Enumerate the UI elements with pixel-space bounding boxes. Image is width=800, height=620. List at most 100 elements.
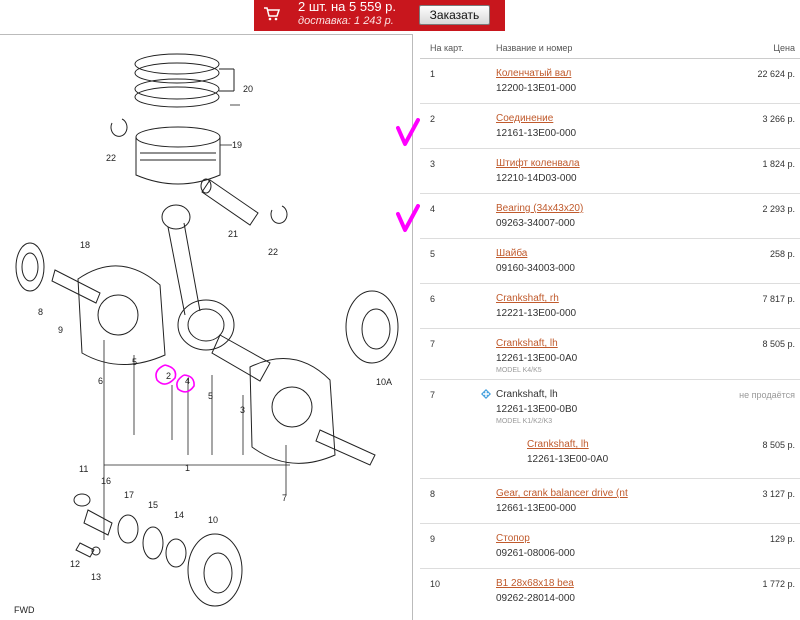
part-code: 09262-28014-000 (496, 593, 575, 604)
part-code: 12661-13E00-000 (496, 503, 577, 514)
callout-label: 10A (376, 377, 392, 387)
table-row: 10 B1 28x68x18 bea 09262-28014-000 1 772… (420, 569, 800, 613)
part-name-link[interactable]: Bearing (34x43x20) (496, 203, 584, 214)
replacement-part-link[interactable]: Crankshaft, lh (527, 439, 589, 450)
col-header-price: Цена (773, 43, 795, 53)
cart-icon (264, 7, 280, 21)
part-price: 8 505 р. (762, 339, 795, 349)
callout-label: 5 (208, 391, 213, 401)
callout-label: 1 (185, 463, 190, 473)
row-num: 6 (430, 294, 436, 304)
callout-label: 20 (243, 84, 253, 94)
model-note: MODEL K4/K5 (496, 367, 542, 374)
callout-label: 12 (70, 559, 80, 569)
part-code: 12210-14D03-000 (496, 173, 577, 184)
part-name-link[interactable]: Стопор (496, 533, 530, 544)
callout-label: 6 (98, 376, 103, 386)
cart-delivery: доставка: 1 243 р. (298, 15, 394, 27)
part-name-link[interactable]: Штифт коленвала (496, 158, 580, 169)
part-price: 22 624 р. (757, 69, 795, 79)
part-name-link[interactable]: Коленчатый вал (496, 68, 572, 79)
row-num: 4 (430, 204, 436, 214)
callout-label: 5 (132, 357, 137, 367)
part-name-link[interactable]: B1 28x68x18 bea (496, 578, 574, 589)
part-price: 258 р. (769, 249, 795, 259)
part-code: 09263-34007-000 (496, 218, 575, 229)
cart-summary: 2 шт. на 5 559 р. (298, 0, 397, 14)
callout-label: 22 (268, 247, 278, 257)
order-button[interactable]: Заказать (419, 5, 490, 25)
part-code: 12261-13E00-0A0 (496, 353, 578, 364)
table-row: 7 Crankshaft, lh 12261-13E00-0B0 MODEL K… (420, 380, 800, 479)
callout-label: 15 (148, 500, 158, 510)
part-name-link[interactable]: Gear, crank balancer drive (nt (496, 488, 628, 499)
row-num: 9 (430, 534, 436, 544)
part-code: 12221-13E00-000 (496, 308, 577, 319)
replacement-part-code: 12261-13E00-0A0 (527, 454, 609, 465)
table-row: 6 Crankshaft, rh 12221-13E00-000 7 817 р… (420, 284, 800, 329)
table-row: 7 Crankshaft, lh 12261-13E00-0A0 MODEL K… (420, 329, 800, 380)
fwd-label: FWD (14, 605, 35, 615)
model-note: MODEL K1/K2/K3 (496, 418, 553, 425)
callout-label: 11 (79, 464, 88, 474)
callout-label: 18 (80, 240, 90, 250)
callout-label: 17 (124, 490, 134, 500)
part-name-link[interactable]: Crankshaft, rh (496, 293, 559, 304)
row-num: 1 (430, 69, 436, 79)
callout-label: 2 (166, 371, 171, 381)
callout-label: 21 (228, 229, 238, 239)
checkmark-icon (396, 204, 420, 232)
col-header-name: Название и номер (496, 43, 573, 53)
callout-label: 8 (38, 307, 43, 317)
callout-label: 7 (282, 493, 287, 503)
callout-label: 19 (232, 140, 242, 150)
replacement-icon[interactable] (480, 388, 492, 400)
parts-diagram: 20 22 19 21 22 18 8 9 6 5 2 4 5 3 1 10A … (0, 34, 413, 620)
row-num: 7 (430, 390, 436, 400)
callout-label: 14 (174, 510, 184, 520)
highlight-circles (155, 364, 195, 393)
part-code: 12261-13E00-0B0 (496, 404, 578, 415)
row-num: 10 (430, 579, 441, 589)
part-price: 7 817 р. (762, 294, 795, 304)
callout-label: 3 (240, 405, 245, 415)
col-header-num: На карт. (430, 43, 464, 53)
part-code: 09261-08006-000 (496, 548, 575, 559)
part-code: 09160-34003-000 (496, 263, 575, 274)
table-header: На карт. Название и номер Цена (420, 34, 800, 59)
part-name-link[interactable]: Crankshaft, lh (496, 338, 558, 349)
table-row: 8 Gear, crank balancer drive (nt 12661-1… (420, 479, 800, 524)
part-name-link[interactable]: Соединение (496, 113, 554, 124)
table-row: 5 Шайба 09160-34003-000 258 р. (420, 239, 800, 284)
callout-label: 22 (106, 153, 116, 163)
part-price: 3 266 р. (762, 114, 795, 124)
row-num: 5 (430, 249, 436, 259)
table-row: 1 Коленчатый вал 12200-13E01-000 22 624 … (420, 59, 800, 104)
part-price: 1 772 р. (762, 579, 795, 589)
part-price: 129 р. (769, 534, 795, 544)
callout-label: 4 (185, 376, 190, 386)
part-code: 12200-13E01-000 (496, 83, 577, 94)
parts-table: На карт. Название и номер Цена 1 Коленча… (420, 34, 800, 613)
part-name-link[interactable]: Шайба (496, 248, 528, 259)
part-price: 3 127 р. (762, 489, 795, 499)
part-price: 2 293 р. (762, 204, 795, 214)
row-num: 3 (430, 159, 436, 169)
checkmark-icon (396, 118, 420, 146)
part-name: Crankshaft, lh (496, 389, 558, 400)
crankshaft-diagram-drawing: 20 22 19 21 22 18 8 9 6 5 2 4 5 3 1 10A … (14, 53, 399, 615)
table-row: 2 Соединение 12161-13E00-000 3 266 р. (420, 104, 800, 149)
cart-bar: 2 шт. на 5 559 р. доставка: 1 243 р. Зак… (254, 0, 505, 31)
table-row: 9 Стопор 09261-08006-000 129 р. (420, 524, 800, 569)
replacement-part-price: 8 505 р. (762, 440, 795, 450)
callout-label: 10 (208, 515, 218, 525)
callout-label: 13 (91, 572, 101, 582)
table-row: 4 Bearing (34x43x20) 09263-34007-000 2 2… (420, 194, 800, 239)
not-available-status: не продаётся (739, 390, 795, 400)
row-num: 8 (430, 489, 436, 499)
callout-label: 9 (58, 325, 63, 335)
table-row: 3 Штифт коленвала 12210-14D03-000 1 824 … (420, 149, 800, 194)
row-num: 2 (430, 114, 436, 124)
part-price: 1 824 р. (762, 159, 795, 169)
part-code: 12161-13E00-000 (496, 128, 577, 139)
